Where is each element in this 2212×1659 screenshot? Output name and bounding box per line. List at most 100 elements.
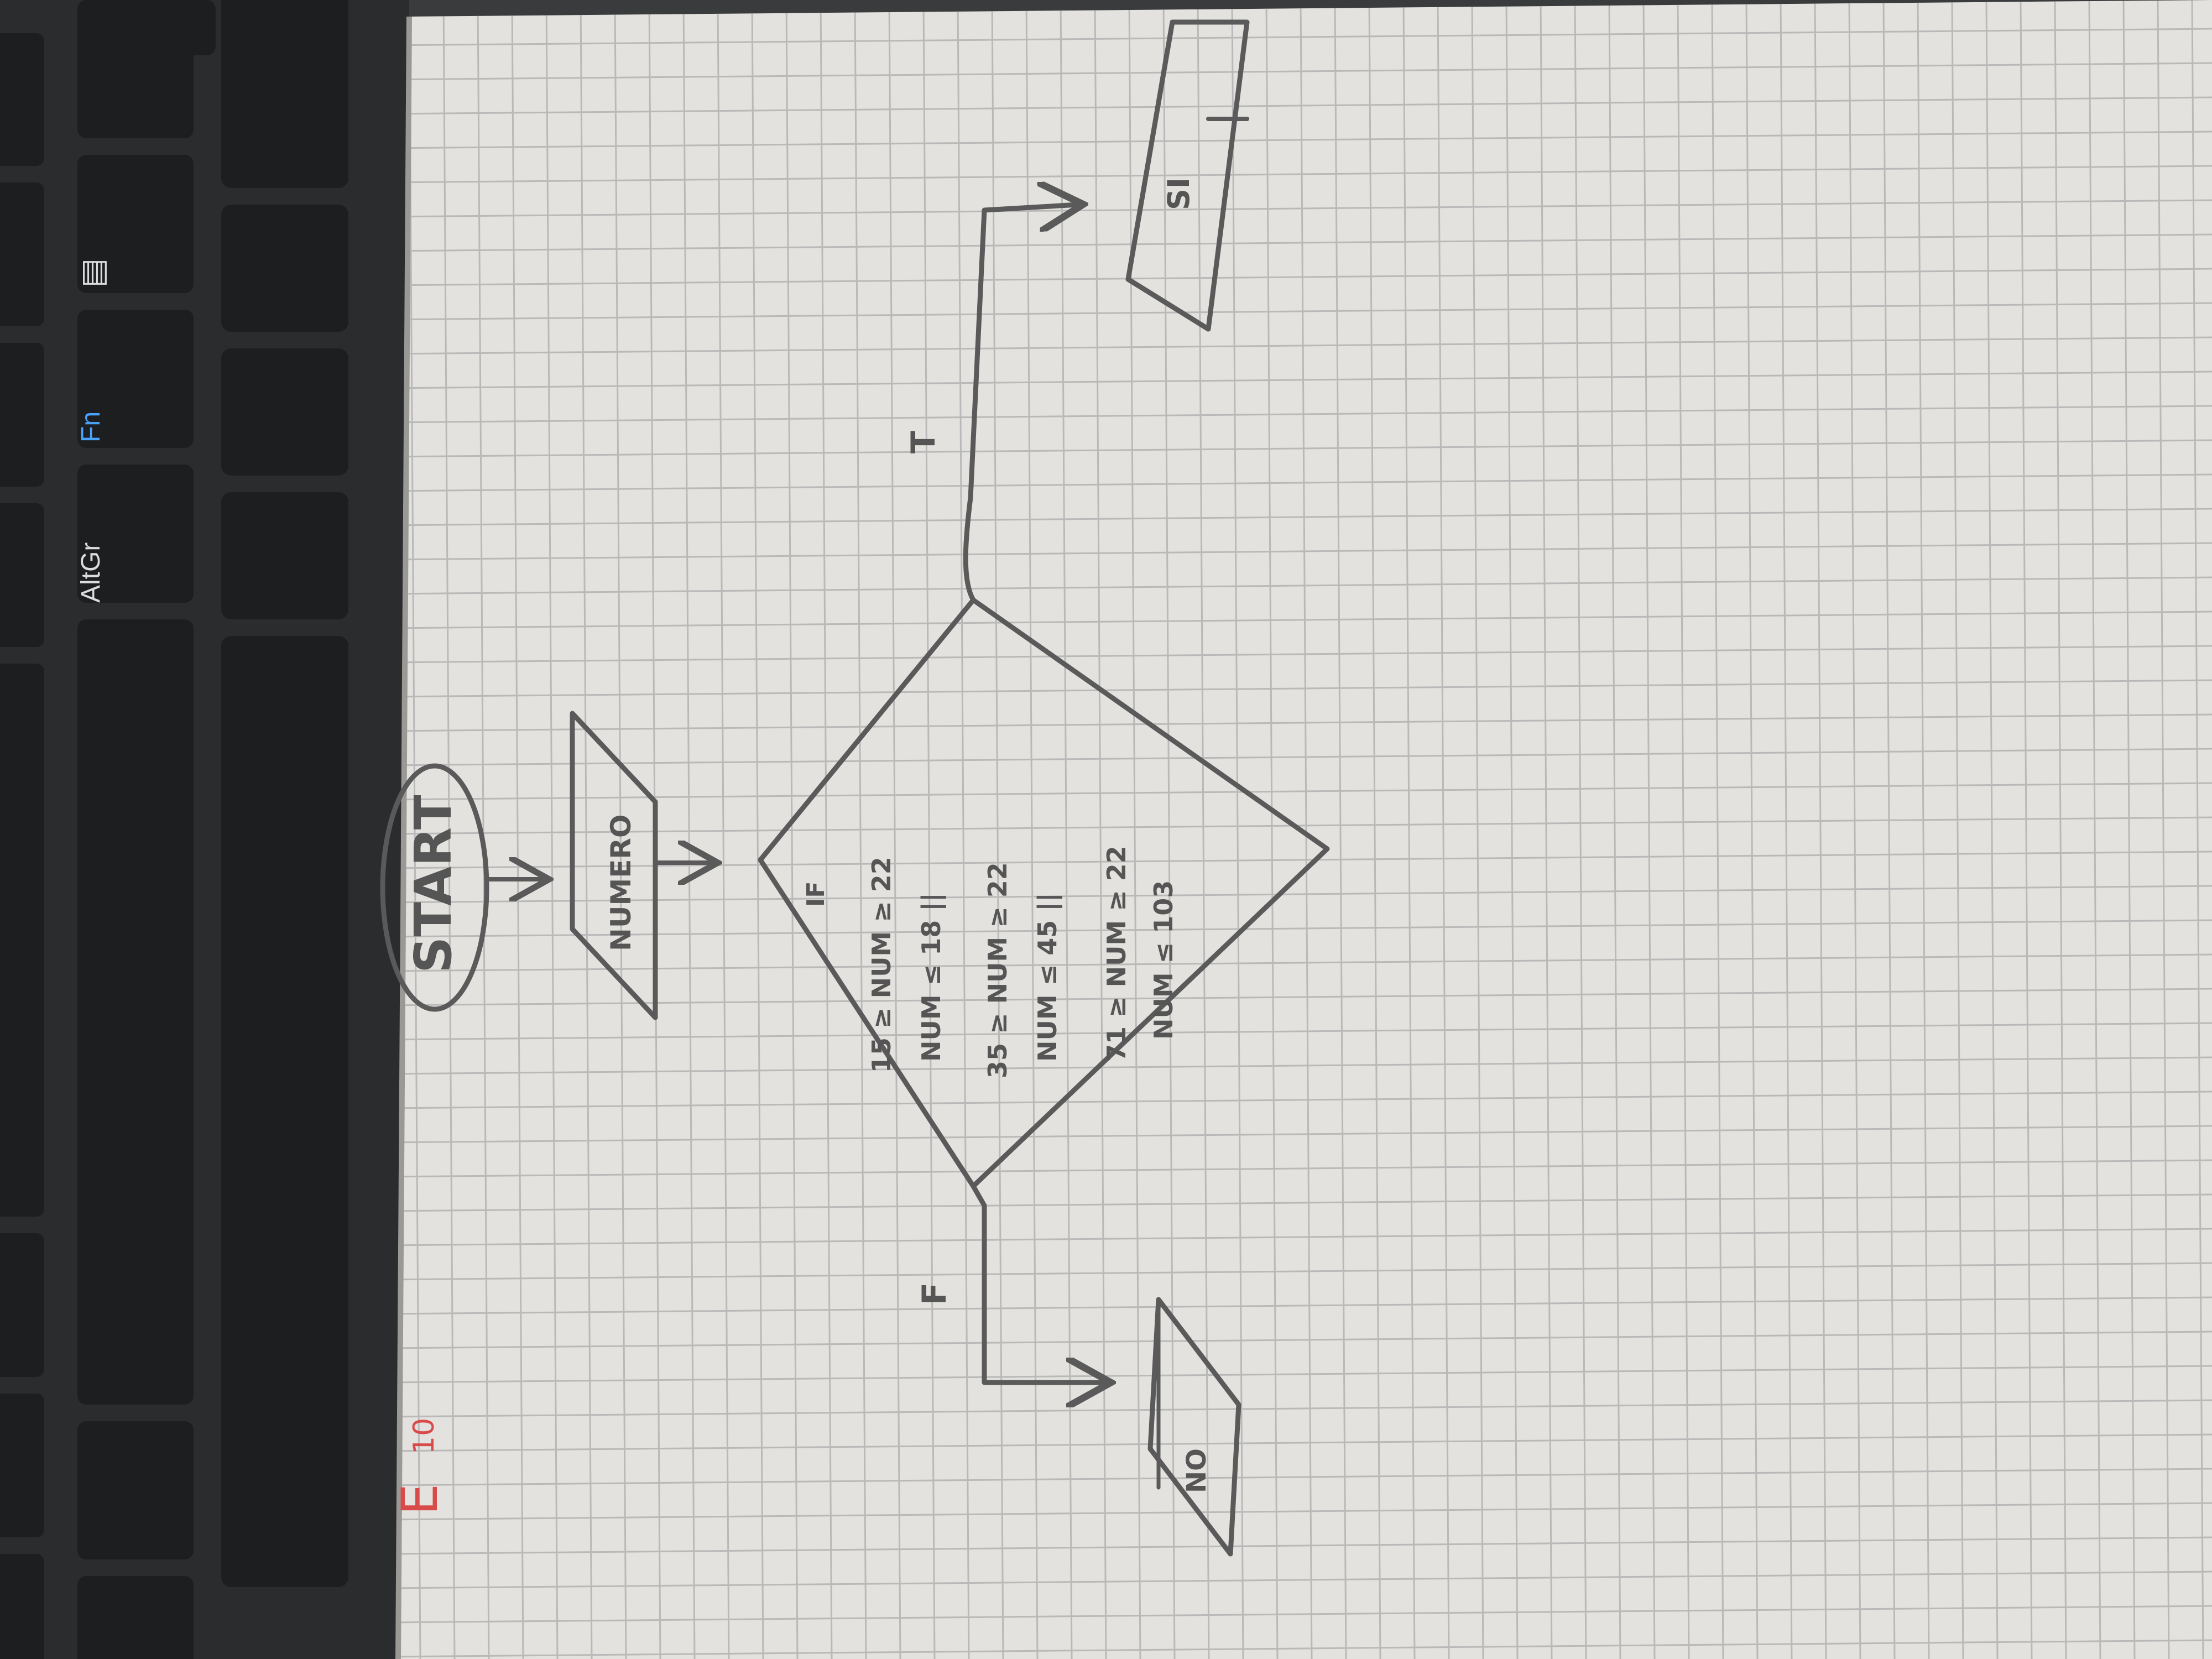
- grid-line-vertical: [1711, 0, 1724, 1659]
- decision-diamond: IF 15 ≥ NUM ≥ 22 NUM ≤ 18 || 35 ≥ NUM ≥ …: [758, 597, 1330, 1189]
- grid-line-vertical: [2157, 0, 2170, 1659]
- keyboard-key[interactable]: [77, 155, 194, 293]
- condition-line-6: NUM ≤ 103: [1149, 880, 1178, 1040]
- grid-line-horizontal: [398, 885, 2212, 904]
- grid-line-vertical: [2122, 0, 2136, 1659]
- grid-line-horizontal: [398, 1262, 2212, 1281]
- true-output-label: SI: [1161, 178, 1196, 210]
- grid-line-vertical: [1471, 0, 1484, 1659]
- grid-line-vertical: [1677, 0, 1690, 1659]
- grid-line-vertical: [2020, 0, 2033, 1659]
- true-label: T: [904, 431, 943, 453]
- paper-edge: [395, 16, 412, 1659]
- condition-line-2: NUM ≤ 18 ||: [916, 893, 947, 1062]
- grid-line-vertical: [1505, 0, 1519, 1659]
- altgr-key-label: AltGr: [76, 542, 106, 603]
- grid-line-horizontal: [398, 268, 2212, 286]
- grid-line-horizontal: [398, 302, 2212, 321]
- grid-line-vertical: [682, 0, 696, 1659]
- grid-line-horizontal: [398, 1022, 2212, 1041]
- grid-line-horizontal: [398, 1536, 2212, 1555]
- grid-line-vertical: [1231, 0, 1244, 1659]
- grid-line-horizontal: [398, 1365, 2212, 1384]
- menu-key[interactable]: [221, 205, 348, 332]
- grid-line-horizontal: [398, 96, 2212, 115]
- grid-line-horizontal: [398, 1639, 2212, 1658]
- grid-line-vertical: [1540, 0, 1553, 1659]
- grid-line-vertical: [2054, 0, 2067, 1659]
- grid-line-vertical: [751, 0, 764, 1659]
- grid-line-horizontal: [398, 919, 2212, 938]
- paper-sheet: [398, 0, 2212, 1659]
- grid-line-vertical: [614, 0, 627, 1659]
- grid-line-vertical: [1162, 0, 1176, 1659]
- grid-line-horizontal: [398, 371, 2212, 389]
- grid-line-horizontal: [398, 233, 2212, 252]
- grid-line-horizontal: [398, 165, 2212, 184]
- notebook-page: [395, 0, 2212, 1659]
- false-branch-connector: [971, 1183, 1106, 1383]
- key-column-mid: [77, 0, 194, 1659]
- spacebar-key[interactable]: [77, 619, 194, 1405]
- fn-key-label: Fn: [76, 411, 106, 442]
- grid-line-vertical: [1985, 0, 1999, 1659]
- false-branch: F: [915, 1183, 1106, 1383]
- grid-line-horizontal: [398, 1228, 2212, 1246]
- grid-line-horizontal: [398, 1331, 2212, 1349]
- false-output-label: NO: [1181, 1448, 1212, 1493]
- grid-line-vertical: [1197, 0, 1210, 1659]
- grid-line-horizontal: [398, 1296, 2212, 1315]
- grid-line-horizontal: [398, 713, 2212, 732]
- false-label: F: [915, 1282, 954, 1305]
- grid-line-horizontal: [398, 1056, 2212, 1075]
- grid-line-horizontal: [398, 1091, 2212, 1109]
- start-label: START: [404, 795, 463, 973]
- graph-paper-grid: [398, 0, 2212, 1659]
- key-column-left: [0, 33, 44, 1659]
- laptop-keyboard: AltGr Fn ▤: [0, 0, 409, 1659]
- grid-line-vertical: [545, 0, 559, 1659]
- false-output-parallelogram: [1147, 1297, 1241, 1557]
- grid-line-horizontal: [398, 1605, 2212, 1624]
- grid-line-vertical: [580, 0, 593, 1659]
- grid-line-vertical: [1642, 0, 1656, 1659]
- grid-line-vertical: [511, 0, 524, 1659]
- keyboard-key[interactable]: [221, 0, 348, 188]
- grid-line-horizontal: [398, 679, 2212, 698]
- grid-line-vertical: [2088, 0, 2101, 1659]
- true-branch-connector: [963, 205, 1078, 603]
- condition-line-1: 15 ≥ NUM ≥ 22: [867, 857, 896, 1073]
- keyboard-key[interactable]: [77, 1576, 194, 1659]
- grid-line-horizontal: [398, 576, 2212, 595]
- grid-line-horizontal: [398, 28, 2212, 46]
- exercise-number: 10: [408, 1418, 441, 1454]
- keyboard-key[interactable]: [77, 465, 194, 603]
- grid-line-vertical: [2191, 0, 2204, 1659]
- decision-if-label: IF: [802, 881, 830, 907]
- grid-line-vertical: [1882, 0, 1896, 1659]
- false-output-box: NO: [1147, 1297, 1241, 1557]
- fn-key[interactable]: [221, 348, 348, 476]
- altgr-key[interactable]: [221, 492, 348, 619]
- decision-shape: [758, 597, 1330, 1189]
- grid-line-horizontal: [398, 508, 2212, 526]
- grid-line-horizontal: [398, 473, 2212, 492]
- true-output-box: SI: [1125, 19, 1250, 332]
- condition-line-3: 35 ≥ NUM ≥ 22: [983, 862, 1013, 1078]
- keyboard-key[interactable]: [77, 1421, 194, 1559]
- grid-line-horizontal: [398, 953, 2212, 972]
- key-column-right: [221, 0, 348, 1587]
- spacebar-key[interactable]: [221, 636, 348, 1587]
- grid-line-horizontal: [398, 1193, 2212, 1212]
- grid-line-horizontal: [398, 748, 2212, 766]
- input-label: NUMERO: [605, 815, 637, 951]
- grid-line-horizontal: [398, 62, 2212, 81]
- grid-line-horizontal: [398, 1399, 2212, 1418]
- input-parallelogram: [570, 711, 658, 1020]
- grid-line-horizontal: [398, 336, 2212, 355]
- keyboard-key[interactable]: [77, 310, 194, 448]
- grid-line-horizontal: [398, 1159, 2212, 1178]
- start-terminal: START: [380, 763, 489, 1012]
- grid-line-horizontal: [398, 1433, 2212, 1452]
